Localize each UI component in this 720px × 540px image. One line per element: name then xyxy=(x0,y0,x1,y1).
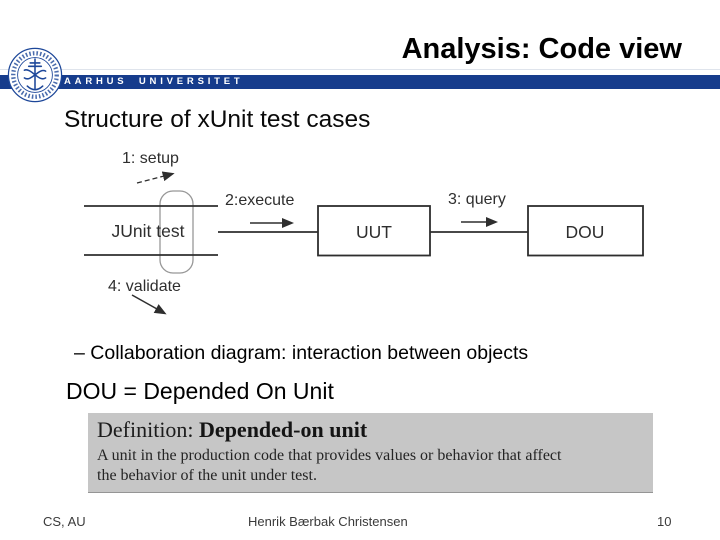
label-execute: 2:execute xyxy=(225,192,294,209)
node-uut-box xyxy=(317,205,431,257)
junit-selfcall-capsule xyxy=(159,190,194,274)
university-seal-icon xyxy=(7,47,63,103)
definition-title: Definition: Depended-on unit xyxy=(88,413,653,443)
validate-arrow xyxy=(131,294,167,315)
node-junit-test: JUnit test xyxy=(112,221,185,241)
slide-title: Analysis: Code view xyxy=(401,33,682,65)
definition-body: A unit in the production code that provi… xyxy=(88,443,653,486)
definition-term: Depended-on unit xyxy=(199,417,368,442)
slide-heading: Structure of xUnit test cases xyxy=(64,106,371,133)
definition-label: Definition: xyxy=(97,417,194,442)
node-uut: UUT xyxy=(356,222,392,242)
label-setup: 1: setup xyxy=(122,150,179,167)
definition-body-line: A unit in the production code that provi… xyxy=(97,447,562,464)
university-wordmark: AARHUS UNIVERSITET xyxy=(64,76,244,87)
dou-expansion-line: DOU = Depended On Unit xyxy=(66,378,334,404)
node-dou-box xyxy=(527,205,644,257)
bullet-collaboration: – Collaboration diagram: interaction bet… xyxy=(74,342,529,364)
footer-author: Henrik Bærbak Christensen xyxy=(248,514,408,529)
definition-body-line: the behavior of the unit under test. xyxy=(97,467,317,484)
setup-arrow xyxy=(136,171,175,184)
footer-course: CS, AU xyxy=(43,514,86,529)
collaboration-diagram: 1: setup JUnit test 2:execute UUT 3: que… xyxy=(84,150,644,315)
footer-page-number: 10 xyxy=(657,514,672,529)
university-banner: AARHUS UNIVERSITET xyxy=(0,75,720,89)
label-validate: 4: validate xyxy=(108,278,181,295)
node-dou: DOU xyxy=(566,222,605,242)
definition-box: Definition: Depended-on unit A unit in t… xyxy=(88,413,653,493)
header-rule xyxy=(0,69,720,70)
label-query: 3: query xyxy=(448,191,506,208)
